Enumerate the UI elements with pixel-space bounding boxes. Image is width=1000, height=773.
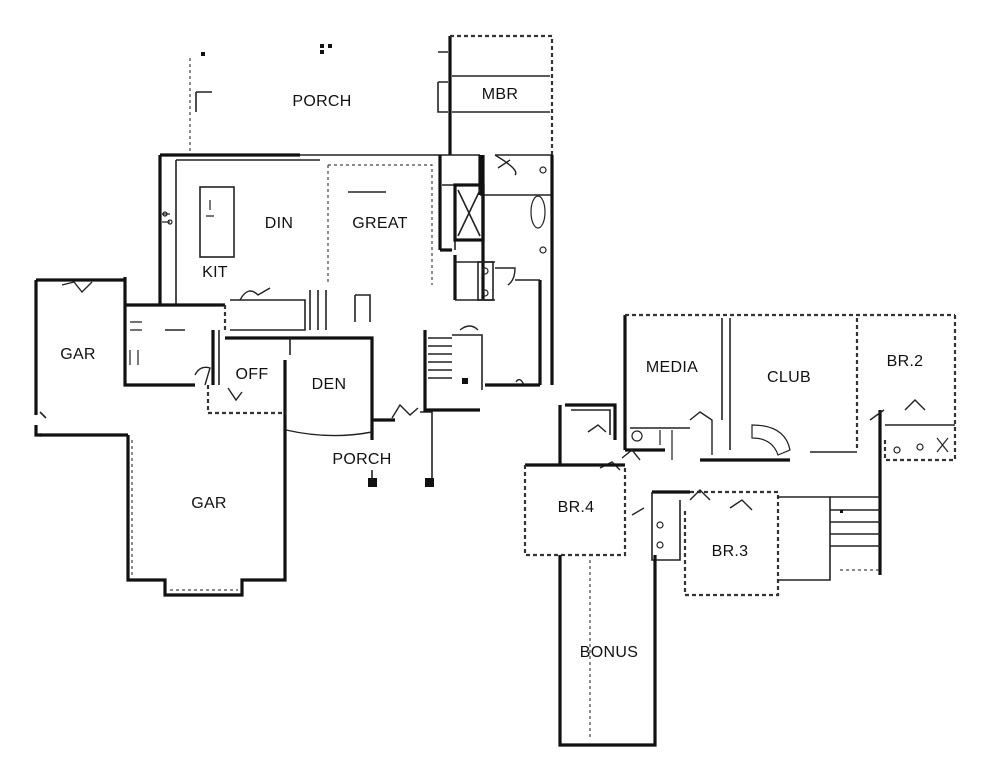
- office-den-walls: [194, 330, 374, 440]
- br4-walls: [523, 463, 627, 557]
- small-garage-walls: [34, 278, 125, 437]
- main-house-walls: [158, 153, 554, 385]
- room-label-mbr: MBR: [482, 86, 518, 103]
- main-floor: [34, 34, 554, 597]
- main-garage-walls: [40, 433, 287, 597]
- room-label-den: DEN: [312, 376, 347, 393]
- upper-floor: [523, 313, 957, 747]
- room-label-club: CLUB: [767, 369, 811, 386]
- room-label-kit: KIT: [202, 264, 228, 281]
- room-label-gar-main: GAR: [191, 495, 227, 512]
- room-label-media: MEDIA: [646, 359, 698, 376]
- room-label-br4: BR.4: [558, 499, 595, 516]
- room-label-great: GREAT: [352, 215, 407, 232]
- kitchen-island: [199, 186, 235, 258]
- upper-hall-walls: [558, 403, 690, 471]
- mudroom-walls: [123, 277, 371, 387]
- br2-walls: [869, 399, 957, 575]
- br3-walls: [631, 489, 780, 597]
- room-label-gar-small: GAR: [60, 346, 96, 363]
- upper-top-walls: [623, 313, 957, 462]
- master-wing-walls: [448, 34, 554, 155]
- rear-porch-outline: [189, 44, 448, 155]
- room-label-off: OFF: [236, 366, 269, 383]
- main-stair: [423, 325, 540, 412]
- room-label-br3: BR.3: [712, 543, 749, 560]
- front-porch: [368, 403, 434, 487]
- room-label-bonus: BONUS: [580, 644, 638, 661]
- master-bath: [453, 154, 547, 301]
- room-label-porch-front: PORCH: [332, 451, 391, 468]
- room-label-din: DIN: [265, 215, 293, 232]
- room-label-porch-rear: PORCH: [292, 93, 351, 110]
- room-label-br2: BR.2: [887, 353, 924, 370]
- upper-stair: [778, 496, 880, 581]
- bonus-room-walls: [558, 555, 657, 747]
